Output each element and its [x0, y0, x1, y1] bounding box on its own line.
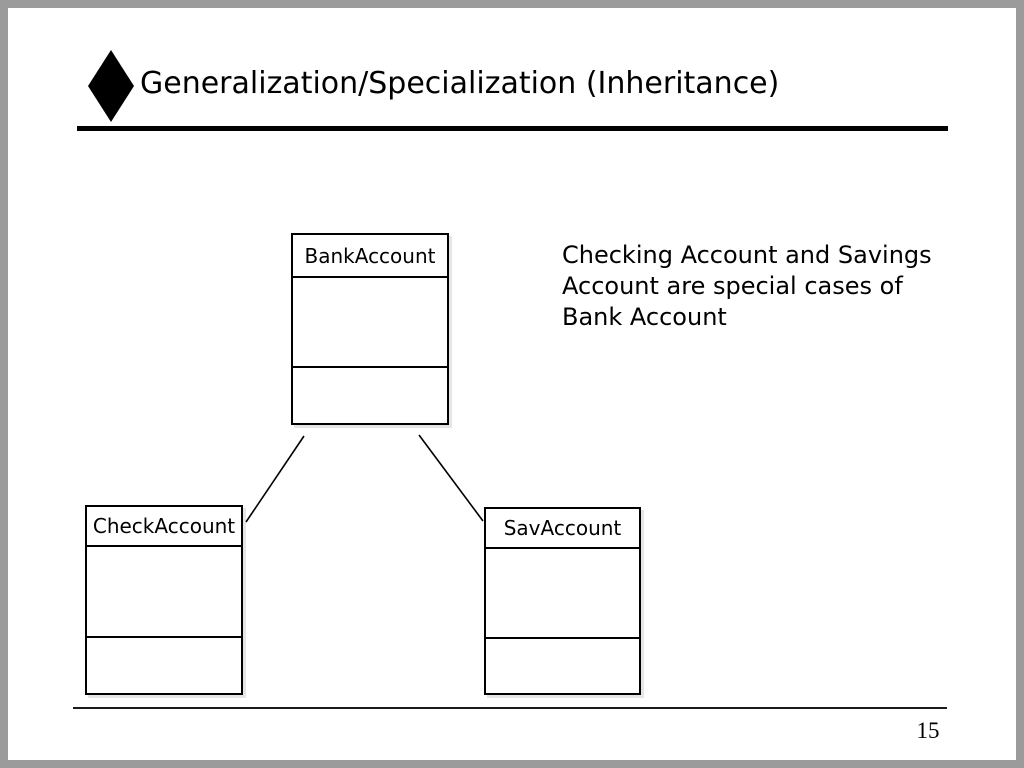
annotation-text: Checking Account and Savings Account are… — [562, 240, 932, 333]
uml-class-savaccount: SavAccount — [484, 507, 641, 695]
operations-compartment — [486, 639, 639, 693]
footer-rule — [73, 707, 947, 709]
annotation-line-3: Bank Account — [562, 303, 727, 331]
uml-class-bankaccount: BankAccount — [291, 233, 449, 425]
slide-title: Generalization/Specialization (Inheritan… — [140, 66, 780, 101]
class-name-savaccount: SavAccount — [486, 509, 639, 549]
title-underline-rule — [77, 126, 948, 131]
operations-compartment — [293, 368, 447, 423]
diamond-bullet-icon — [88, 50, 134, 122]
attributes-compartment — [293, 278, 447, 368]
class-name-checkaccount: CheckAccount — [87, 507, 241, 547]
class-name-bankaccount: BankAccount — [293, 235, 447, 278]
annotation-line-1: Checking Account and Savings — [562, 241, 932, 269]
uml-class-checkaccount: CheckAccount — [85, 505, 243, 695]
operations-compartment — [87, 638, 241, 693]
slide-canvas: Generalization/Specialization (Inheritan… — [8, 8, 1016, 760]
attributes-compartment — [486, 549, 639, 639]
page-number: 15 — [916, 718, 940, 743]
annotation-line-2: Account are special cases of — [562, 272, 903, 300]
attributes-compartment — [87, 547, 241, 638]
